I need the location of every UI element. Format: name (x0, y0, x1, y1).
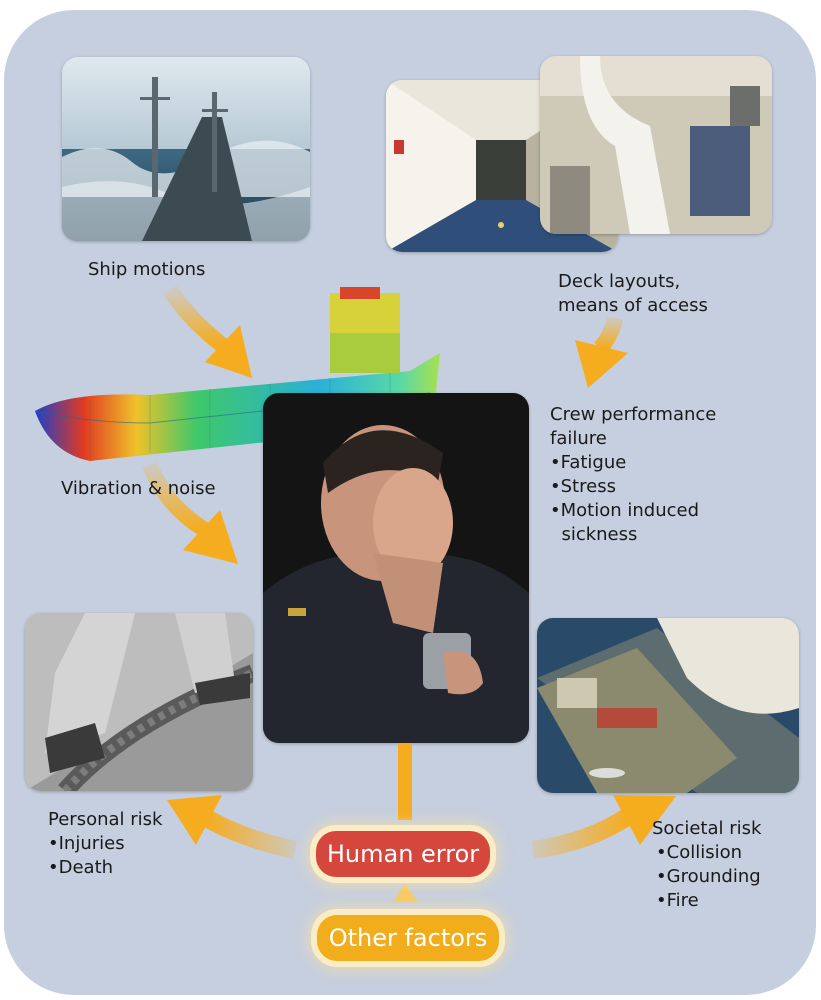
human-error-badge: Human error (316, 831, 490, 877)
societal-risk-item-grounding: Grounding (656, 865, 761, 889)
crew-item-stress: Stress (550, 475, 716, 499)
crew-performance-label: Crew performance failure Fatigue Stress … (550, 403, 716, 547)
crew-item-motion-induced-continued: sickness (561, 524, 638, 545)
tired-crew-member-photo (263, 393, 529, 743)
ship-motions-photo (62, 57, 310, 241)
deck-machinery-photo (540, 56, 772, 234)
personal-risk-item-death: Death (48, 856, 162, 880)
vibration-noise-text: Vibration & noise (61, 478, 216, 499)
personal-risk-label: Personal risk Injuries Death (48, 808, 162, 880)
human-error-text: Human error (326, 840, 480, 868)
societal-risk-item-collision: Collision (656, 841, 761, 865)
societal-risk-photo (537, 618, 799, 793)
societal-risk-label: Societal risk Collision Grounding Fire (652, 817, 761, 913)
crew-item-fatigue: Fatigue (550, 451, 716, 475)
crew-performance-title-line-1: Crew performance (550, 404, 717, 425)
crew-performance-title-line-2: failure (550, 428, 607, 449)
societal-risk-title: Societal risk (652, 818, 762, 839)
societal-risk-list: Collision Grounding Fire (652, 841, 761, 913)
ship-motions-label: Ship motions (88, 258, 205, 282)
vibration-noise-label: Vibration & noise (61, 477, 216, 501)
societal-risk-item-fire: Fire (656, 889, 761, 913)
deck-layouts-line-1: Deck layouts, (558, 271, 681, 292)
other-factors-badge: Other factors (317, 915, 499, 961)
deck-layouts-label: Deck layouts, means of access (558, 270, 708, 318)
ship-motions-text: Ship motions (88, 259, 206, 280)
deck-layouts-line-2: means of access (558, 295, 708, 316)
personal-risk-title: Personal risk (48, 809, 163, 830)
crew-item-motion-induced: Motion induced (550, 499, 716, 523)
personal-risk-photo (25, 613, 253, 791)
personal-risk-list: Injuries Death (48, 832, 162, 880)
connector-person-to-human-error (398, 743, 412, 820)
other-factors-text: Other factors (328, 924, 488, 952)
personal-risk-item-injuries: Injuries (48, 832, 162, 856)
crew-performance-list: Fatigue Stress Motion induced sickness (550, 451, 716, 547)
